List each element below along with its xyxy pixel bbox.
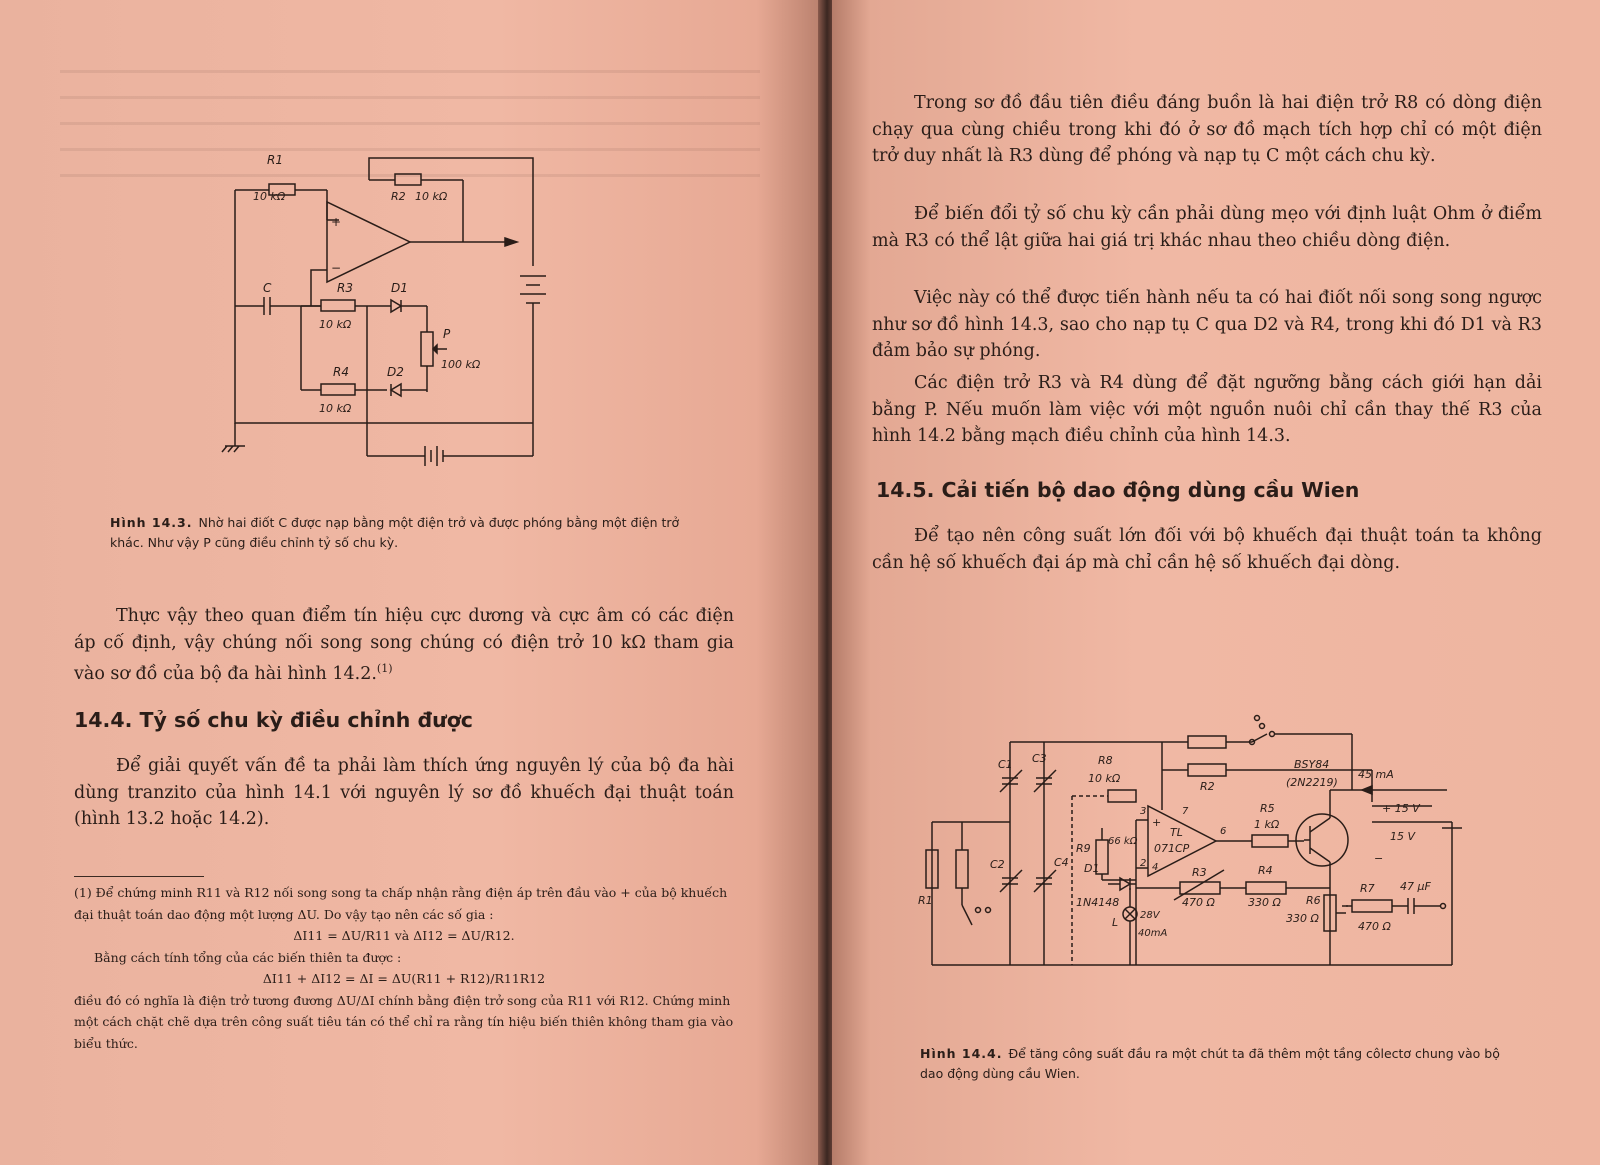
r2-label: R2 [1200,780,1215,793]
left-page: R1 10 kΩ R2 10 kΩ + − C R3 10 kΩ D1 P 10… [0,0,822,1165]
opamp-plus: + [331,215,341,229]
pin-7: 7 [1182,806,1189,817]
c-label: C [263,281,272,295]
r5-value: 1 kΩ [1254,818,1280,831]
r4-label: R4 [333,365,349,379]
r1-label: R1 [267,153,283,167]
r9-value: 66 kΩ [1108,836,1138,847]
lamp-voltage: 28V [1140,910,1161,921]
opamp-part: 071CP [1154,842,1190,855]
transistor-alt-label: (2N2219) [1286,776,1338,789]
figure-14-4-caption: Hình 14.4.Để tăng công suất đầu ra một c… [920,1044,1520,1084]
opamp-name: TL [1170,826,1183,839]
footnote-ref: (1) [376,662,393,675]
footnote-line-1: (1) Để chứng minh R11 và R12 nối song so… [74,885,728,922]
pin-3: 3 [1140,806,1146,817]
r8-value: 10 kΩ [1088,772,1121,785]
right-paragraph-3: Việc này có thể được tiến hành nếu ta có… [872,288,1542,361]
c2-label: C2 [990,858,1005,871]
left-paragraph-1: Thực vậy theo quan điểm tín hiệu cực dươ… [74,603,734,687]
r7-label: R7 [1360,882,1375,895]
right-paragraph-2: Để biến đổi tỷ số chu kỳ cần phải dùng m… [872,204,1542,251]
lamp-label: L [1112,916,1118,929]
r1-label: R1 [918,894,933,907]
r3-value: 470 Ω [1182,896,1215,909]
opamp-minus: − [331,261,341,275]
pin-2: 2 [1140,858,1146,869]
right-paragraph-1: Trong sơ đồ đầu tiên điều đáng buồn là h… [872,93,1542,166]
r7-value: 470 Ω [1358,920,1391,933]
supply-minus-15v: 15 V [1390,830,1416,843]
left-paragraph-2: Để giải quyết vấn đề ta phải làm thích ứ… [74,756,734,829]
footnote-equation-2: ΔI11 + ΔI12 = ΔI = ΔU(R11 + R12)/R11R12 [262,971,546,986]
r9-label: R9 [1076,842,1091,855]
caption-text: Để tăng công suất đầu ra một chút ta đã … [920,1046,1500,1081]
right-page: Trong sơ đồ đầu tiên điều đáng buồn là h… [832,0,1600,1165]
section-14-4-heading: 14.4. Tỷ số chu kỳ điều chỉnh được [74,708,473,732]
book-spine [818,0,836,1165]
supply-plus-15v: + 15 V [1382,802,1421,815]
d2-label: D2 [387,365,404,379]
caption-label: Hình 14.3. [110,515,193,530]
p-value: 100 kΩ [441,358,481,371]
c3-label: C3 [1032,752,1047,765]
r6-label: R6 [1306,894,1321,907]
figure-14-3-caption: Hình 14.3.Nhờ hai điốt C được nạp bằng m… [110,513,695,553]
supply-minus-sign: − [1374,852,1383,865]
r8-label: R8 [1098,754,1113,767]
footnote-equation-1: ΔI11 = ΔU/R11 và ΔI12 = ΔU/R12. [293,928,515,943]
r3-label: R3 [1192,866,1207,879]
d1-label: D1 [391,281,408,295]
right-paragraph-4: Các điện trở R3 và R4 dùng để đặt ngưỡng… [872,373,1542,446]
c4-label: C4 [1054,856,1069,869]
caption-label: Hình 14.4. [920,1046,1003,1061]
figure-14-3-circuit: R1 10 kΩ R2 10 kΩ + − C R3 10 kΩ D1 P 10… [221,153,546,466]
bleed-through-text [60,70,760,190]
opamp-plus: + [1152,816,1161,829]
r2-value: 10 kΩ [415,190,448,203]
section-14-5-heading: 14.5. Cải tiến bộ dao động dùng cầu Wien [876,478,1360,502]
footnote-line-3: điều đó có nghĩa là điện trở tương đương… [74,992,734,1051]
figure-14-4-circuit: C1 C3 C2 C4 R8 10 kΩ R2 BSY84 (2N2219) 4… [918,714,1462,966]
r3-value: 10 kΩ [319,318,352,331]
r2-label: R2 [391,190,406,203]
right-paragraph-5: Để tạo nên công suất lớn đối với bộ khuế… [872,526,1542,573]
footnote-line-2: Bằng cách tính tổng của các biến thiên t… [94,949,402,965]
footnote: (1) Để chứng minh R11 và R12 nối song so… [74,882,734,1054]
r6-value: 330 Ω [1286,912,1319,925]
p-label: P [443,327,451,341]
footnote-rule [74,876,204,877]
r4-label: R4 [1258,864,1273,877]
c1-label: C1 [998,758,1013,771]
capacitor-value: 47 μF [1400,880,1431,893]
r4-value: 330 Ω [1248,896,1281,909]
diode-part: 1N4148 [1076,896,1119,909]
r5-label: R5 [1260,802,1275,815]
d1-label: D1 [1084,862,1099,875]
r3-label: R3 [337,281,353,295]
r1-value: 10 kΩ [253,190,286,203]
lamp-current: 40mA [1138,928,1167,939]
r4-value: 10 kΩ [319,402,352,415]
pin-4: 4 [1152,862,1158,873]
current-45ma: 45 mA [1358,768,1394,781]
pin-6: 6 [1220,826,1226,837]
caption-text: Nhờ hai điốt C được nạp bằng một điện tr… [110,515,680,550]
transistor-label: BSY84 [1294,758,1329,771]
paragraph-text: Thực vậy theo quan điểm tín hiệu cực dươ… [74,606,734,684]
